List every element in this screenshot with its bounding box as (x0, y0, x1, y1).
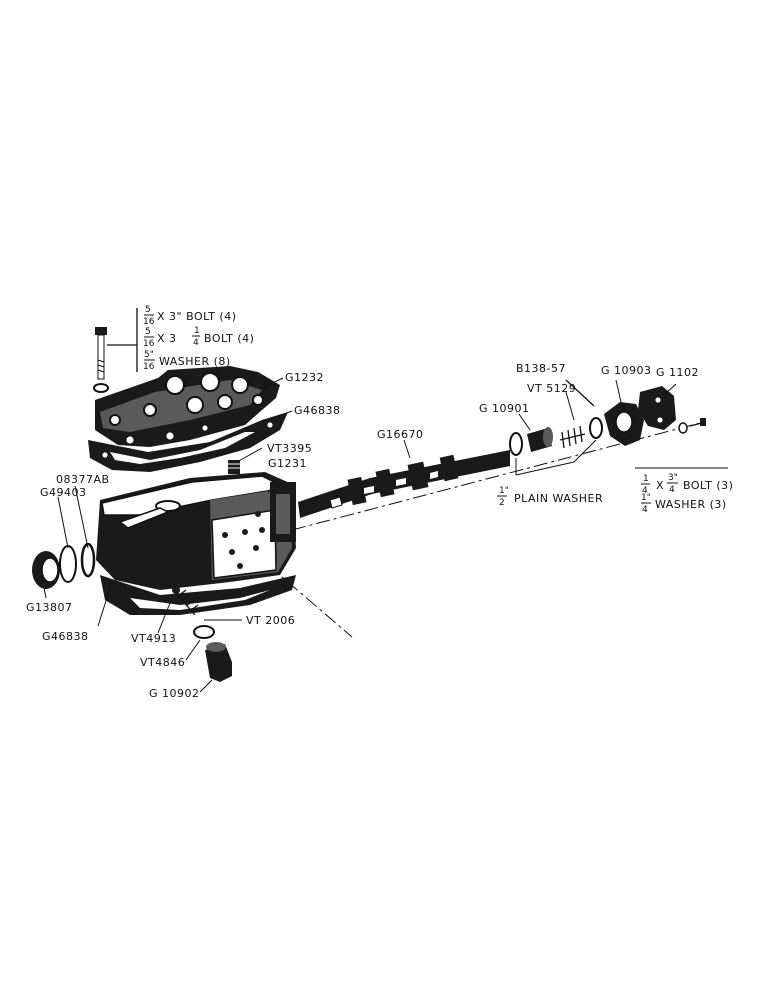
bolt-c-tail: BOLT (3) (683, 479, 733, 492)
bolt-b-label: X 3 (157, 332, 177, 345)
center-axis-line-lower (267, 564, 353, 638)
bolt-c-label-group: 1 4 X 3" 4 BOLT (3) 1" 4 WASHER (3) (641, 473, 733, 515)
top-bolt (93, 327, 109, 393)
label-08377ab: 08377AB (56, 473, 110, 486)
bolt-b-num: 5 (145, 327, 151, 337)
label-g1102: G 1102 (656, 366, 699, 379)
small-bolt (678, 418, 706, 434)
bolt-c-den: 4 (642, 486, 648, 496)
g10901-bushing (527, 427, 553, 452)
g10902-plug (205, 642, 232, 682)
label-g49403: G49403 (40, 486, 87, 499)
lower-gasket (100, 575, 296, 615)
valve-body (96, 472, 296, 590)
o8377ab-ring (80, 542, 96, 578)
vt3395-fitting (228, 460, 240, 474)
plain-washer-left (509, 432, 523, 456)
washer-c-label: WASHER (3) (655, 498, 727, 511)
plain-washer-label-group: 1" 2 PLAIN WASHER (497, 486, 603, 508)
washer-c-num: 1" (641, 493, 651, 503)
bolt-a-den: 16 (143, 317, 155, 327)
bolt-c-num: 1 (643, 474, 649, 484)
label-vt5129: VT 5129 (527, 382, 576, 395)
g16670-spool (298, 450, 510, 518)
g49403-washer (59, 545, 77, 583)
plain-washer-num: 1" (499, 486, 509, 496)
label-g13807: G13807 (26, 601, 73, 614)
label-g10902: G 10902 (149, 687, 200, 700)
label-g16670: G16670 (377, 428, 424, 441)
b138-57-pin (565, 379, 595, 407)
label-g1232: G1232 (285, 371, 324, 384)
bolt-b-fden: 4 (193, 338, 199, 348)
g10903-plate (604, 402, 644, 446)
bolt-a-label: X 3" BOLT (4) (157, 310, 237, 323)
label-g10901: G 10901 (479, 402, 530, 415)
plain-washer-label: PLAIN WASHER (514, 492, 603, 505)
vt5129-spring (559, 425, 586, 449)
bolt-c-fnum: 3" (668, 473, 678, 483)
leader-lines (43, 377, 728, 693)
bolt-c-x: X (656, 479, 664, 492)
washer-c-den: 4 (642, 505, 648, 515)
washer-a-num: 5" (144, 350, 154, 360)
label-g12311: G1231 (268, 457, 307, 470)
vt4846-washer (193, 625, 215, 639)
bolt-a-num: 5 (145, 305, 151, 315)
valve-cover (95, 366, 280, 447)
bolt-b-tail: BOLT (4) (204, 332, 254, 345)
label-g10903: G 10903 (601, 364, 652, 377)
bolt-b-den: 16 (143, 339, 155, 349)
washer-a-den: 16 (143, 362, 155, 372)
plain-washer-right (589, 417, 603, 439)
washer-a-label: WASHER (8) (159, 355, 231, 368)
top-gasket (88, 412, 288, 472)
vt4913-spring (172, 586, 199, 616)
g1102-cap (638, 386, 676, 430)
plain-washer-den: 2 (499, 498, 505, 508)
bolt-b-fnum: 1 (194, 326, 200, 336)
label-b138-57: B138-57 (516, 362, 566, 375)
label-vt4913: VT4913 (131, 632, 176, 645)
label-vt4846: VT4846 (140, 656, 185, 669)
label-vt2006: VT 2006 (246, 614, 295, 627)
g13807-plug (32, 551, 60, 589)
label-g46838-bottom: G46838 (42, 630, 89, 643)
label-g46838-top: G46838 (294, 404, 341, 417)
label-vt3395: VT3395 (267, 442, 312, 455)
bolt-c-fden: 4 (669, 485, 675, 495)
bolt-spec-group: 5 16 X 3" BOLT (4) 5 16 X 3 1 4 BOLT (4)… (143, 305, 254, 372)
